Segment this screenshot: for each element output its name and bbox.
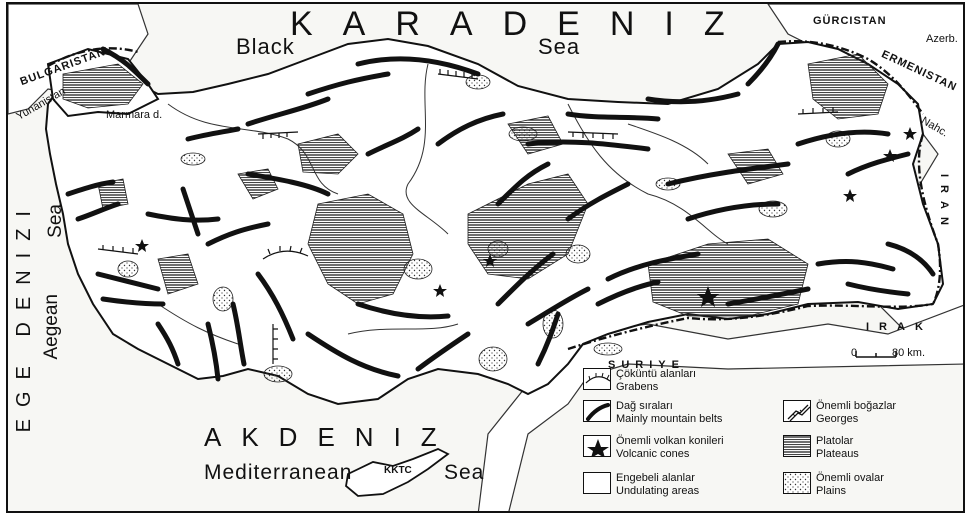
mediterranean-turkish-label: AKDENIZ bbox=[204, 422, 457, 452]
scale-end-label: 80 km. bbox=[892, 347, 926, 359]
grabens-swatch bbox=[583, 368, 611, 390]
legend-mountains-en: Mainly mountain belts bbox=[616, 413, 723, 425]
legend-grabens-en: Grabens bbox=[616, 381, 659, 393]
mountain-belts bbox=[65, 41, 936, 382]
undulating-swatch bbox=[583, 472, 611, 494]
undulating-boundaries bbox=[157, 63, 729, 345]
black-sea-turkish-label: KARADENIZ bbox=[290, 5, 755, 43]
legend-grabens-tr: Çöküntü alanları bbox=[616, 368, 697, 380]
marmara-label: Marmara d. bbox=[106, 109, 163, 121]
syria-label: SURIYE bbox=[608, 359, 685, 371]
scale-start-label: 0 bbox=[851, 347, 858, 359]
azerbaijan-label: Azerb. bbox=[926, 33, 958, 45]
legend-mountains-tr: Dağ sıraları bbox=[616, 400, 673, 412]
georges-swatch bbox=[783, 400, 811, 422]
legend-plains-en: Plains bbox=[816, 485, 846, 497]
legend-plateaus-tr: Platolar bbox=[816, 435, 854, 447]
cyprus-island bbox=[345, 448, 450, 497]
plateaus-swatch bbox=[783, 435, 811, 457]
syria-iraq-land bbox=[477, 304, 963, 511]
georgia-label: GÜRCISTAN bbox=[813, 15, 887, 27]
legend-volcanic-en: Volcanic cones bbox=[616, 448, 690, 460]
turkey-landform-map bbox=[8, 4, 963, 511]
legend-georges-en: Georges bbox=[816, 413, 859, 425]
aegean-english-label-1: Aegean bbox=[41, 294, 62, 360]
scale-bar bbox=[855, 351, 897, 358]
international-borders bbox=[47, 39, 942, 351]
mediterranean-english-label-2: Sea bbox=[444, 461, 485, 484]
aegean-english-label-2: Sea bbox=[45, 204, 66, 238]
plains-swatch bbox=[783, 472, 811, 494]
mountains-swatch bbox=[583, 400, 611, 422]
graben-lines bbox=[97, 69, 839, 364]
legend-undulating-tr: Engebeli alanlar bbox=[616, 472, 695, 484]
volcanic-swatch bbox=[583, 435, 611, 457]
aegean-turkish-label: EGE DENIZI bbox=[13, 199, 35, 433]
legend-plateaus-en: Plateaus bbox=[816, 448, 859, 460]
plateau-areas bbox=[62, 53, 889, 317]
black-sea-english-label-1: Black bbox=[236, 34, 295, 59]
volcanic-cone-markers bbox=[135, 127, 917, 307]
legend-georges-tr: Önemli boğazlar bbox=[816, 400, 897, 412]
mediterranean-english-label-1: Mediterranean bbox=[204, 461, 353, 484]
legend-volcanic-tr: Önemli volkan konileri bbox=[616, 435, 724, 447]
iran-label: IRAN bbox=[938, 174, 950, 233]
black-sea-english-label-2: Sea bbox=[538, 34, 581, 59]
legend-plains-tr: Önemli ovalar bbox=[816, 472, 884, 484]
kktc-label: KKTC bbox=[384, 465, 412, 476]
map-frame: KARADENIZ Black Sea AKDENIZ Mediterranea… bbox=[6, 2, 965, 513]
legend-undulating-en: Undulating areas bbox=[616, 485, 700, 497]
iraq-label: IRAK bbox=[866, 321, 933, 333]
